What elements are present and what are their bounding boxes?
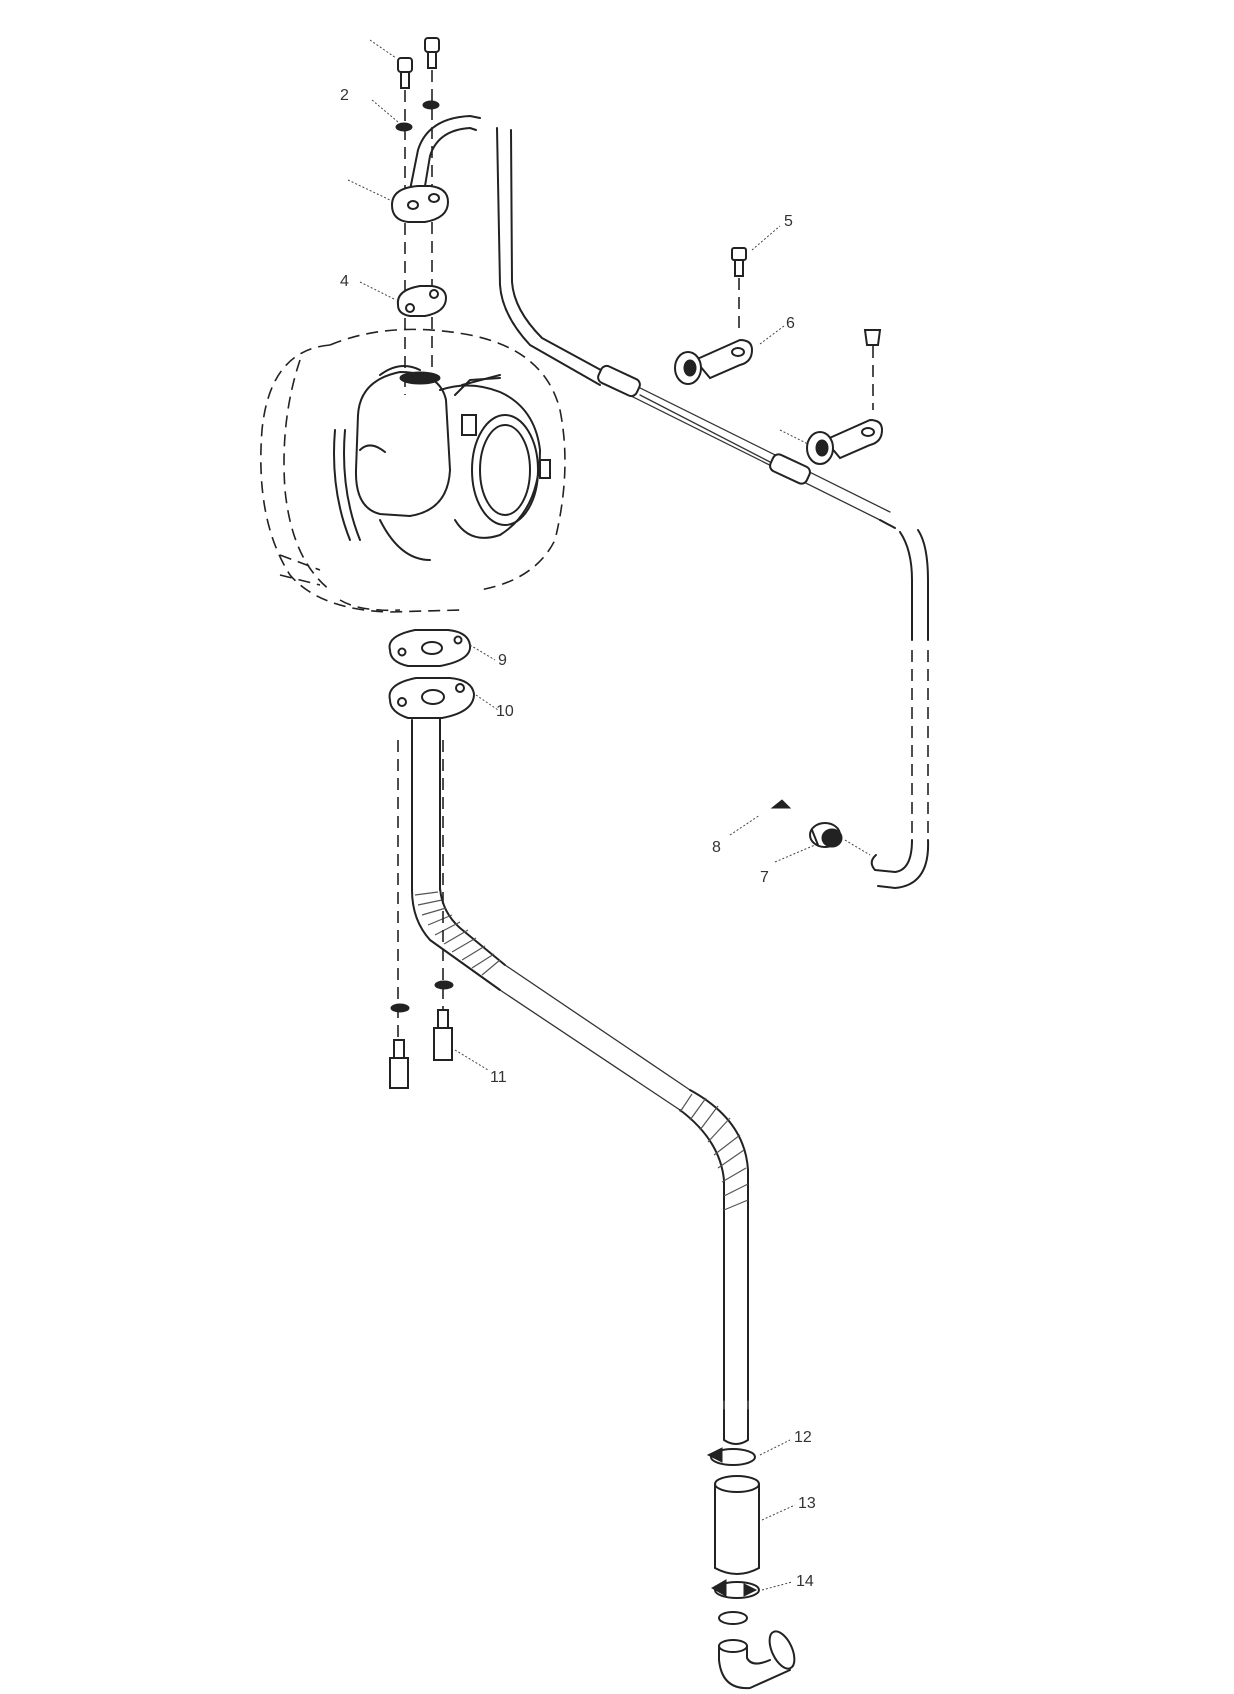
oil-feed-pipe [409,115,930,889]
bolt-1-right [424,37,440,69]
sleeve-7 [809,822,843,848]
leader-10 [475,694,499,711]
leader-2 [371,99,399,123]
leader-3 [347,179,391,201]
stud-11-right [433,1009,453,1061]
leader-7 [774,844,816,863]
bolt-1-left [397,57,413,89]
washer-2-right [422,100,440,110]
callout-7: 7 [760,869,769,886]
feed-pipe-sleeve [597,364,811,485]
turbocharger [260,328,566,613]
callout-8: 8 [712,839,721,856]
stud-11-left [389,1039,409,1089]
callout-11: 11 [490,1069,507,1086]
callout-10: 10 [496,703,514,720]
hose-clamp-12 [706,1447,756,1466]
leader-6 [759,325,785,345]
hose-clamp-14 [710,1579,760,1599]
callout-9: 9 [498,652,507,669]
bolt-5-right [863,329,882,346]
gasket-4 [396,285,448,317]
callout-6: 6 [786,315,795,332]
return-elbow-pipe [718,1611,796,1690]
fitting-8 [770,799,792,809]
leader-8 [729,814,761,836]
hose-13 [714,1475,760,1575]
clamp-6 [674,338,754,385]
leader-14 [761,1581,793,1591]
washer-2-left [395,122,413,132]
washer-11-right [434,980,454,990]
pipe-flange-3 [390,185,450,223]
callout-5: 5 [784,213,793,230]
callout-12: 12 [794,1429,812,1446]
callout-2: 2 [340,87,349,104]
clamp-6-right [806,418,884,465]
callout-14: 14 [796,1573,814,1590]
washer-11-left [390,1003,410,1013]
leader-9 [469,644,496,661]
bolt-5 [731,247,747,277]
drain-flange-10 [388,677,476,719]
leader-12 [759,1439,791,1456]
leader-1 [369,39,397,59]
leader-7-axis [844,839,871,856]
callout-4: 4 [340,273,349,290]
leader-6-right [779,429,809,445]
leader-11 [454,1049,489,1071]
gasket-9 [388,629,472,667]
callout-13: 13 [798,1495,816,1512]
leader-13 [761,1504,796,1521]
drain-pipe [411,717,749,1445]
leader-4 [359,281,397,301]
leader-5 [751,225,781,251]
